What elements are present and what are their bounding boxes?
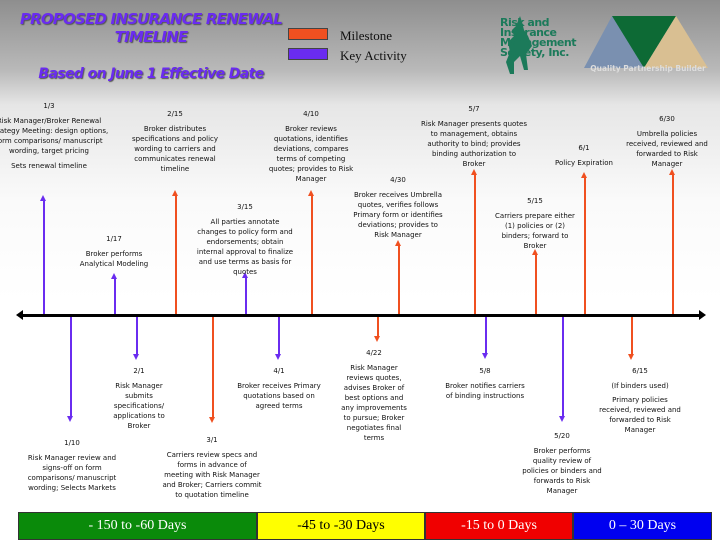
arrow-1-3	[40, 195, 46, 314]
arrow-5-8	[482, 317, 488, 359]
arrow-5-7	[471, 169, 477, 314]
arrow-2-1	[133, 317, 139, 360]
arrow-2-15	[172, 190, 178, 314]
arrow-5-15	[532, 249, 538, 314]
unicorn-logo-icon	[506, 16, 532, 74]
arrow-5-20	[559, 317, 565, 422]
arrow-1-10	[67, 317, 73, 422]
arrow-4-10	[308, 190, 314, 314]
arrow-6-30	[669, 169, 675, 314]
qpb-logo-text: Quality Partnership Builder	[590, 64, 706, 73]
legend-key-activity-label: Key Activity	[340, 48, 407, 63]
arrow-6-1	[581, 172, 587, 314]
timeline-axis	[16, 310, 706, 320]
event-6-15: 6/15(If binders used)Primary policies re…	[599, 367, 681, 434]
arrow-3-15	[242, 272, 248, 314]
page-title: PROPOSED INSURANCE RENEWAL TIMELINE	[19, 10, 283, 46]
phase-0-to-30-days: 0 – 30 Days	[573, 512, 712, 540]
legend-milestone-label: Milestone	[340, 28, 392, 43]
legend-key-activity-swatch	[288, 48, 328, 60]
phase-150-to-60-days: - 150 to -60 Days	[18, 512, 257, 540]
legend-milestone-swatch	[288, 28, 328, 40]
arrow-3-1	[209, 317, 215, 423]
arrow-6-15	[628, 317, 634, 360]
arrow-4-1	[275, 317, 281, 360]
phase-15-to-0-days: -15 to 0 Days	[425, 512, 573, 540]
page-subtitle: Based on June 1 Effective Date	[38, 66, 264, 82]
arrow-4-22	[374, 317, 380, 342]
phase-45-to-30-days: -45 to -30 Days	[257, 512, 425, 540]
arrow-4-30	[395, 240, 401, 314]
arrow-1-17	[111, 273, 117, 314]
qpb-triangles-logo	[584, 16, 708, 68]
